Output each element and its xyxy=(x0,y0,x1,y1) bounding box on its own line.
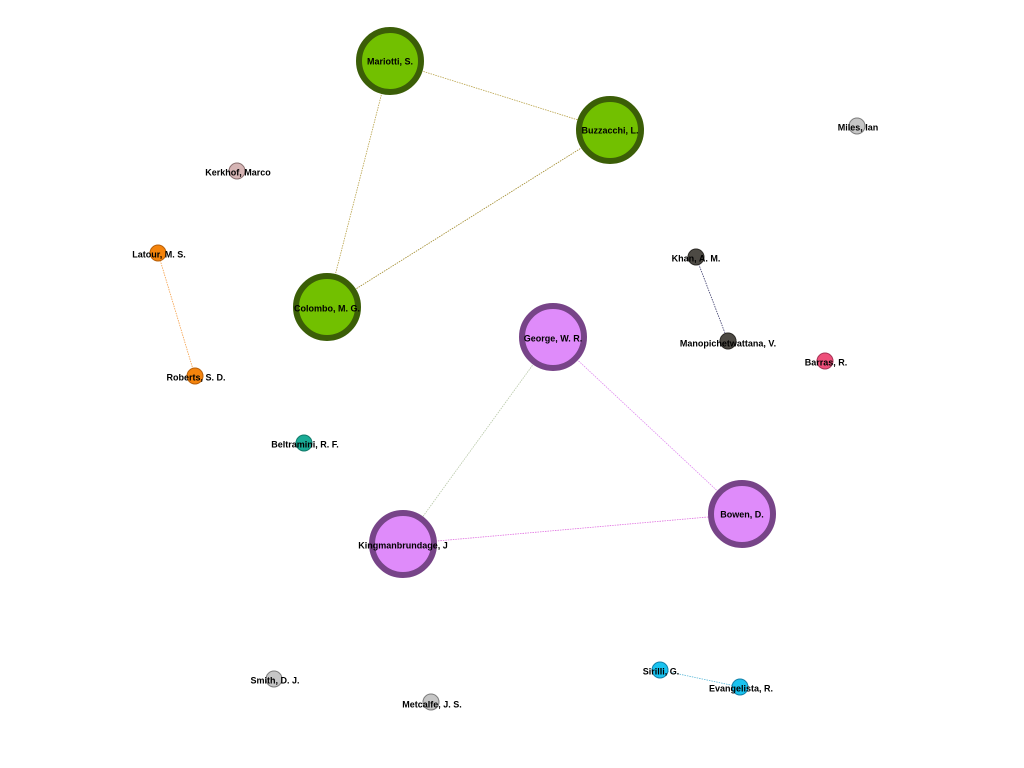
node-label-evangelista: Evangelista, R. xyxy=(709,683,773,693)
node-kerkhof[interactable] xyxy=(228,162,246,180)
node-khan[interactable] xyxy=(687,248,705,266)
node-label-metcalfe: Metcalfe, J. S. xyxy=(402,699,462,709)
edges-layer xyxy=(157,60,743,688)
node-beltramini[interactable] xyxy=(295,434,313,452)
node-label-bowen: Bowen, D. xyxy=(720,509,764,519)
node-label-smith: Smith, D. J. xyxy=(250,675,299,685)
node-kingman[interactable] xyxy=(369,510,437,578)
node-manopichetwattana[interactable] xyxy=(719,332,737,350)
node-label-latour: Latour, M. S. xyxy=(132,249,186,259)
node-barras[interactable] xyxy=(816,352,834,370)
node-smith[interactable] xyxy=(265,670,283,688)
node-mariotti[interactable] xyxy=(356,27,424,95)
node-label-miles: Miles, Ian xyxy=(838,122,879,132)
node-label-roberts: Roberts, S. D. xyxy=(166,372,225,382)
edge-george-bowen xyxy=(552,336,743,515)
node-buzzacchi[interactable] xyxy=(576,96,644,164)
edge-buzzacchi-colombo xyxy=(326,129,611,308)
node-roberts[interactable] xyxy=(186,367,204,385)
node-label-sirilli: Sirilli, G. xyxy=(643,666,680,676)
node-colombo[interactable] xyxy=(293,273,361,341)
node-label-beltramini: Beltramini, R. F. xyxy=(271,439,339,449)
node-george[interactable] xyxy=(519,303,587,371)
node-label-colombo: Colombo, M. G. xyxy=(294,303,360,313)
edge-latour-roberts xyxy=(157,252,196,377)
node-sirilli[interactable] xyxy=(651,661,669,679)
node-miles[interactable] xyxy=(848,117,866,135)
node-label-khan: Khan, A. M. xyxy=(672,253,721,263)
node-evangelista[interactable] xyxy=(731,678,749,696)
edge-kingman-bowen xyxy=(402,513,743,545)
edge-mariotti-buzzacchi xyxy=(389,60,611,131)
node-bowen[interactable] xyxy=(708,480,776,548)
edge-george-kingman xyxy=(402,336,554,545)
nodes-layer xyxy=(149,27,866,711)
node-label-barras: Barras, R. xyxy=(805,357,848,367)
node-label-kingman: Kingmanbrundage, J xyxy=(358,540,448,550)
labels-layer: Mariotti, S. Buzzacchi, L. Colombo, M. G. G… xyxy=(132,56,878,709)
node-label-george: George, W. R. xyxy=(524,333,583,343)
node-label-manopichetwattana: Manopichetwattana, V. xyxy=(680,338,776,348)
node-label-buzzacchi: Buzzacchi, L. xyxy=(581,125,638,135)
node-label-kerkhof: Kerkhof, Marco xyxy=(205,167,271,177)
node-latour[interactable] xyxy=(149,244,167,262)
node-metcalfe[interactable] xyxy=(422,693,440,711)
node-label-mariotti: Mariotti, S. xyxy=(367,56,413,66)
edge-sirilli-evangelista xyxy=(659,669,741,688)
